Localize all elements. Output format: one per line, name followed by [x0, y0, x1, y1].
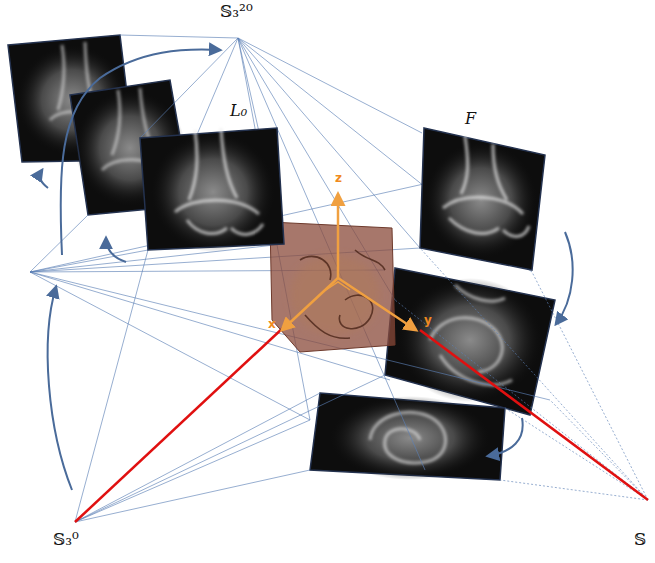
panel-image — [135, 100, 290, 255]
panel-glow — [425, 142, 537, 258]
source-label: 𝕊 — [633, 530, 647, 549]
axis-line — [338, 278, 416, 330]
panel-frame — [420, 128, 545, 270]
source-label: 𝕊₃⁰ — [52, 530, 80, 549]
source-line — [420, 330, 648, 500]
rotation-arrow — [556, 232, 573, 324]
bone-shape — [175, 128, 263, 234]
source-line — [75, 326, 285, 522]
xray-panel — [310, 393, 505, 480]
axis-line — [326, 282, 350, 290]
panel-glow — [330, 396, 490, 480]
projection-ray — [75, 250, 385, 522]
coordinate-axes — [282, 194, 416, 330]
ct-volume — [270, 222, 395, 352]
panel-frame — [385, 268, 555, 415]
rotation-arrows — [40, 49, 573, 490]
volume-box — [270, 222, 395, 352]
panel-label: L₀ — [228, 102, 249, 120]
panel-frame — [310, 393, 505, 480]
bone-shape — [443, 136, 529, 236]
rotation-arrow — [48, 287, 72, 490]
panel-label: F — [463, 110, 478, 128]
source-label: 𝕊₃²⁰ — [219, 2, 254, 21]
bone-shape — [430, 285, 512, 385]
rotation-arrow — [106, 238, 126, 262]
rotation-arrow — [488, 418, 523, 456]
axis-line — [282, 278, 338, 330]
axis-line — [337, 194, 340, 278]
xray-panel: F — [415, 108, 555, 278]
axis-label: x — [268, 318, 276, 331]
xray-panel — [385, 268, 555, 415]
rotation-arrow — [40, 170, 48, 188]
xray-panel: L₀ — [135, 100, 290, 255]
axis-label: y — [424, 314, 432, 327]
panel-image — [415, 108, 555, 278]
projection-ray — [395, 248, 648, 500]
volume-structure — [300, 250, 385, 338]
axis-label: z — [335, 172, 342, 185]
bone-shape — [370, 412, 446, 463]
panel-glow — [398, 278, 542, 402]
